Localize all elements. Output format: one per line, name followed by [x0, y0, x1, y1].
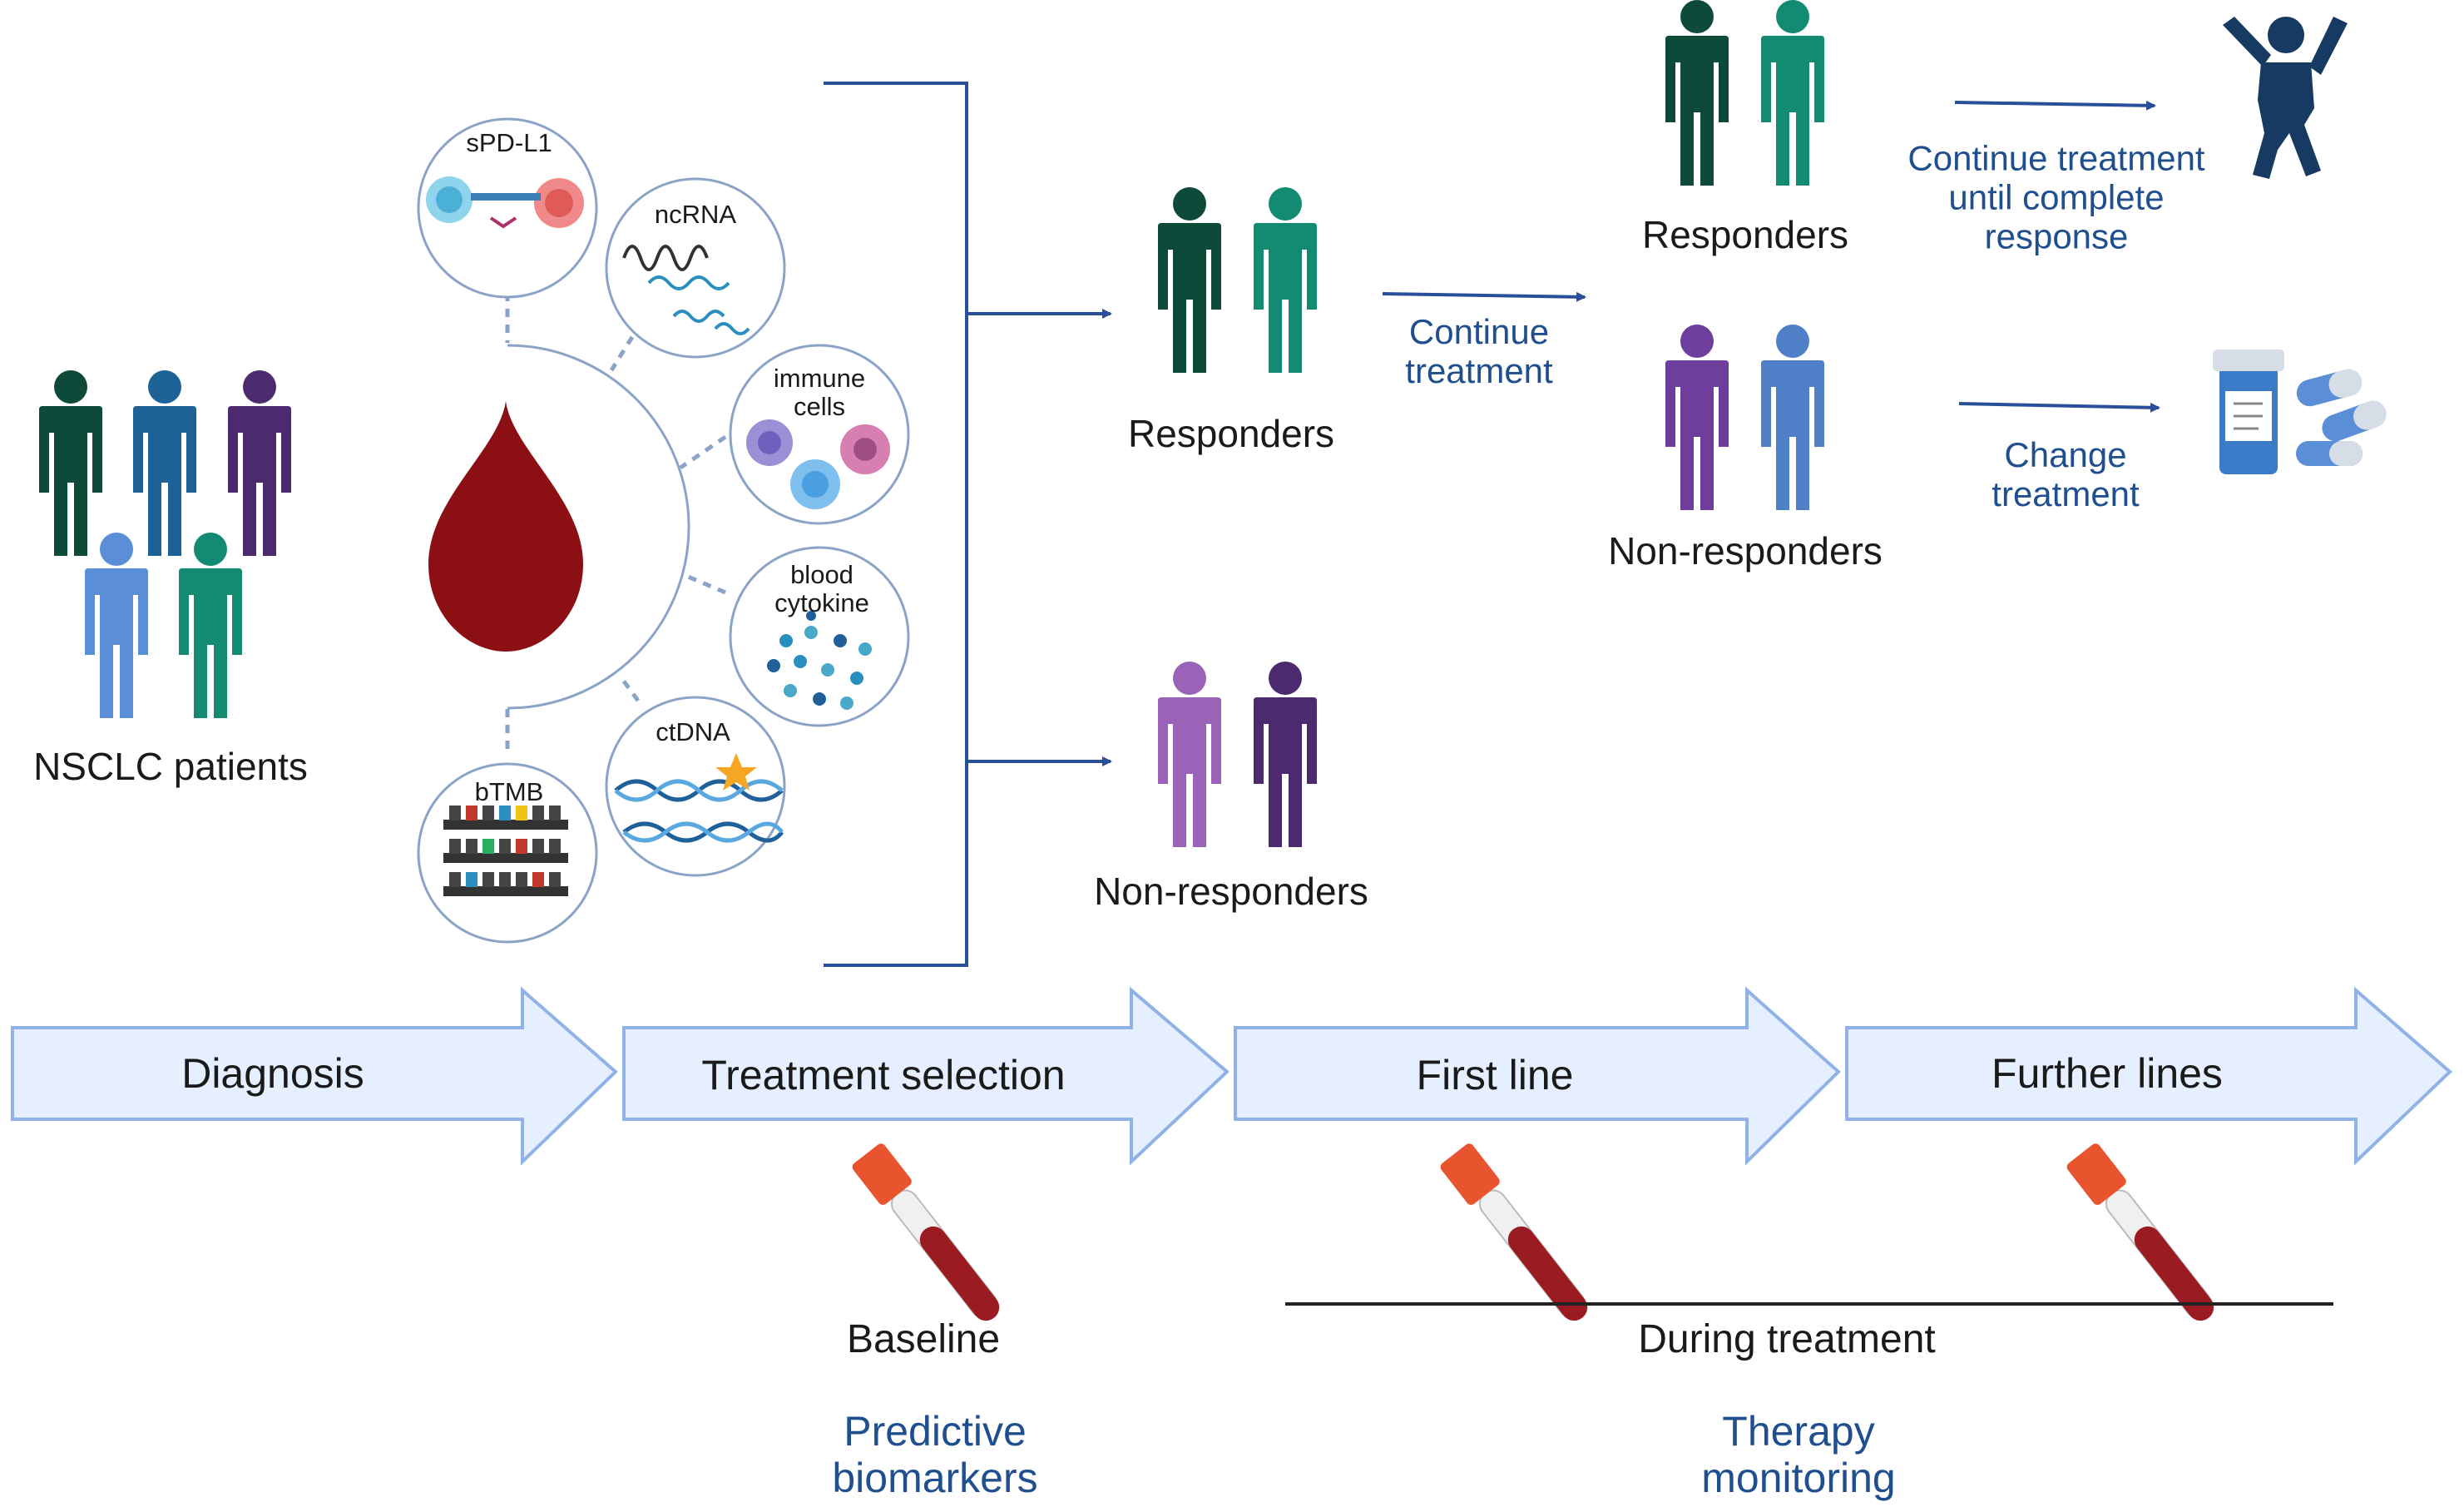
patients-group-icon — [39, 370, 291, 718]
blood-drop-icon — [428, 401, 583, 652]
continue-treatment-label: Continue treatment — [1405, 311, 1553, 390]
biomarker-cytokine-label: blood cytokine — [774, 559, 869, 617]
immune-cells-illustration-icon — [746, 419, 890, 509]
medication-icon — [2213, 349, 2387, 474]
connector-lines — [505, 293, 727, 751]
timeline-arrow-further-lines — [1845, 986, 2452, 1166]
non-responders-group-icon — [1158, 662, 1317, 847]
stage-first-line-label: First line — [1416, 1052, 1574, 1098]
ncrna-illustration-icon — [622, 245, 750, 335]
spdl1-illustration-icon — [426, 176, 584, 229]
change-treatment-label: Change treatment — [1991, 434, 2140, 513]
blood-tube-further-lines-icon — [2066, 1143, 2214, 1321]
celebrating-person-icon — [2223, 17, 2348, 179]
non-responders-second-label: Non-responders — [1608, 529, 1883, 573]
biomarker-ctdna-label: ctDNA — [656, 716, 730, 746]
ctdna-helix-icon — [614, 753, 784, 843]
during-treatment-label: During treatment — [1638, 1317, 1936, 1362]
arrow-change-treatment — [1958, 402, 2160, 413]
biomarker-arc — [507, 344, 690, 710]
therapy-monitoring-label: Therapy monitoring — [1701, 1408, 1896, 1501]
stage-further-lines-label: Further lines — [1991, 1050, 2223, 1097]
stage-treatment-selection-label: Treatment selection — [701, 1052, 1066, 1098]
timeline-arrow-first-line — [1234, 986, 1841, 1166]
patients-label: NSCLC patients — [33, 745, 308, 789]
non-responders-label: Non-responders — [1094, 870, 1368, 914]
biomarker-ncrna-label: ncRNA — [654, 199, 737, 229]
timeline-arrow-treatment-selection — [622, 986, 1230, 1166]
cytokine-dots-icon — [767, 611, 872, 710]
biomarker-btmb-label: bTMB — [474, 776, 544, 806]
biomarker-spdl1-label: sPD-L1 — [466, 127, 552, 157]
arrow-continue-treatment — [1382, 291, 1586, 302]
blood-tube-baseline-icon — [852, 1143, 1000, 1321]
continue-until-complete-label: Continue treatment until complete respon… — [1907, 138, 2205, 256]
non-responders-second-group-icon — [1665, 325, 1824, 510]
predictive-biomarkers-label: Predictive biomarkers — [832, 1408, 1038, 1501]
biomarker-immune-label: immune cells — [773, 363, 866, 421]
timeline-arrow-diagnosis — [11, 986, 618, 1166]
responders-second-group-icon — [1665, 0, 1824, 186]
responders-group-icon — [1158, 187, 1317, 373]
selection-bracket — [824, 82, 968, 967]
timeline-arrows — [11, 986, 2452, 1166]
stage-diagnosis-label: Diagnosis — [181, 1050, 364, 1097]
btmb-sequence-icon — [443, 806, 568, 896]
baseline-label: Baseline — [846, 1317, 1001, 1362]
responders-second-label: Responders — [1641, 213, 1849, 257]
responders-label: Responders — [1127, 412, 1335, 456]
blood-tube-first-line-icon — [1440, 1143, 1588, 1321]
arrow-continue-until — [1954, 100, 2156, 111]
